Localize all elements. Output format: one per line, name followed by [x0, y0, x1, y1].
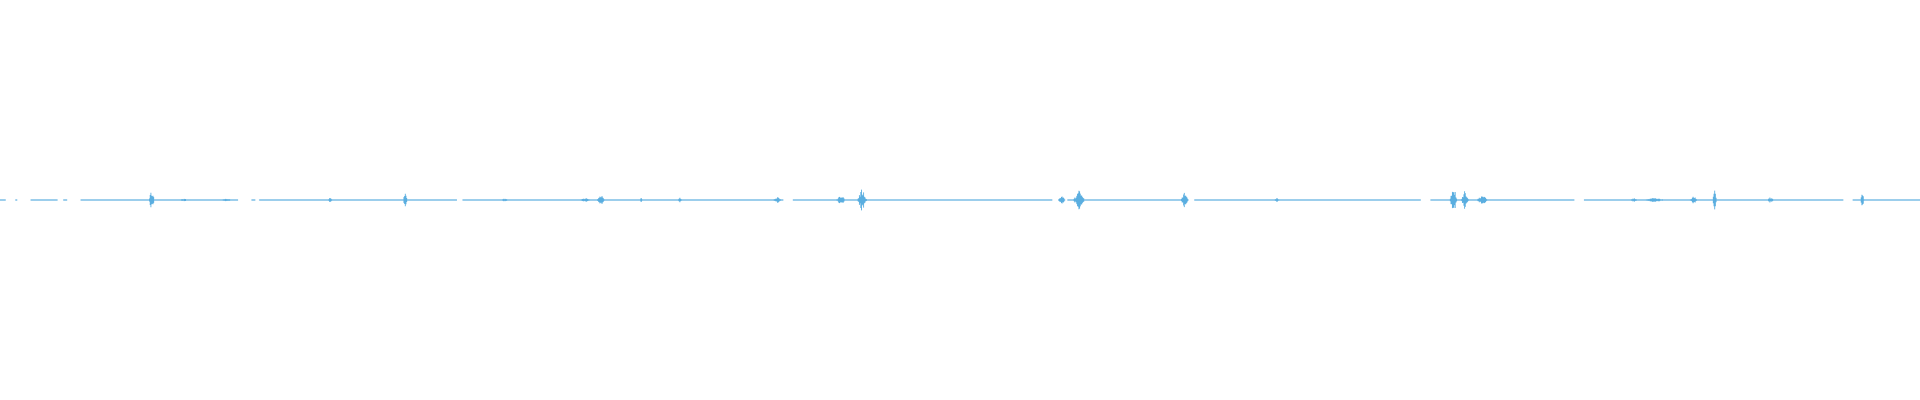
waveform-noise [63, 199, 67, 201]
waveform-noise [251, 199, 255, 201]
waveform-peaks [149, 189, 1865, 211]
waveform-peak [1181, 192, 1189, 208]
waveform-peak [597, 196, 605, 204]
waveform-peak [639, 198, 644, 202]
waveform-peak [1766, 197, 1774, 203]
waveform-noise [258, 199, 457, 201]
waveform-segment [792, 199, 1053, 201]
waveform-peak [1860, 194, 1865, 206]
waveform-noise [1583, 199, 1844, 201]
waveform-peak [1073, 190, 1085, 210]
waveform-peak [1449, 191, 1458, 209]
waveform-peak [1274, 198, 1280, 202]
waveform-peak [857, 189, 867, 211]
waveform-peak [149, 192, 155, 208]
waveform-peak [836, 196, 846, 204]
waveform-segment [30, 199, 58, 201]
waveform-peak [403, 193, 408, 207]
waveform-peak [178, 198, 191, 202]
waveform-peak [1058, 196, 1066, 204]
waveform-noise [0, 199, 6, 201]
waveform-peak [1630, 198, 1638, 202]
waveform-segment [1067, 199, 1189, 201]
waveform-peak [678, 197, 682, 203]
waveform-peak [580, 198, 592, 202]
waveform-peak [501, 198, 509, 202]
waveform-peak [773, 197, 783, 203]
waveform-peak [328, 198, 333, 202]
waveform-noise [15, 199, 17, 201]
waveform-peak [221, 198, 233, 202]
waveform-peak [1461, 191, 1469, 209]
waveform-peak [1476, 196, 1489, 204]
waveform-peak [1712, 190, 1717, 210]
waveform-peak [1689, 196, 1698, 204]
waveform-peak [1643, 198, 1667, 202]
